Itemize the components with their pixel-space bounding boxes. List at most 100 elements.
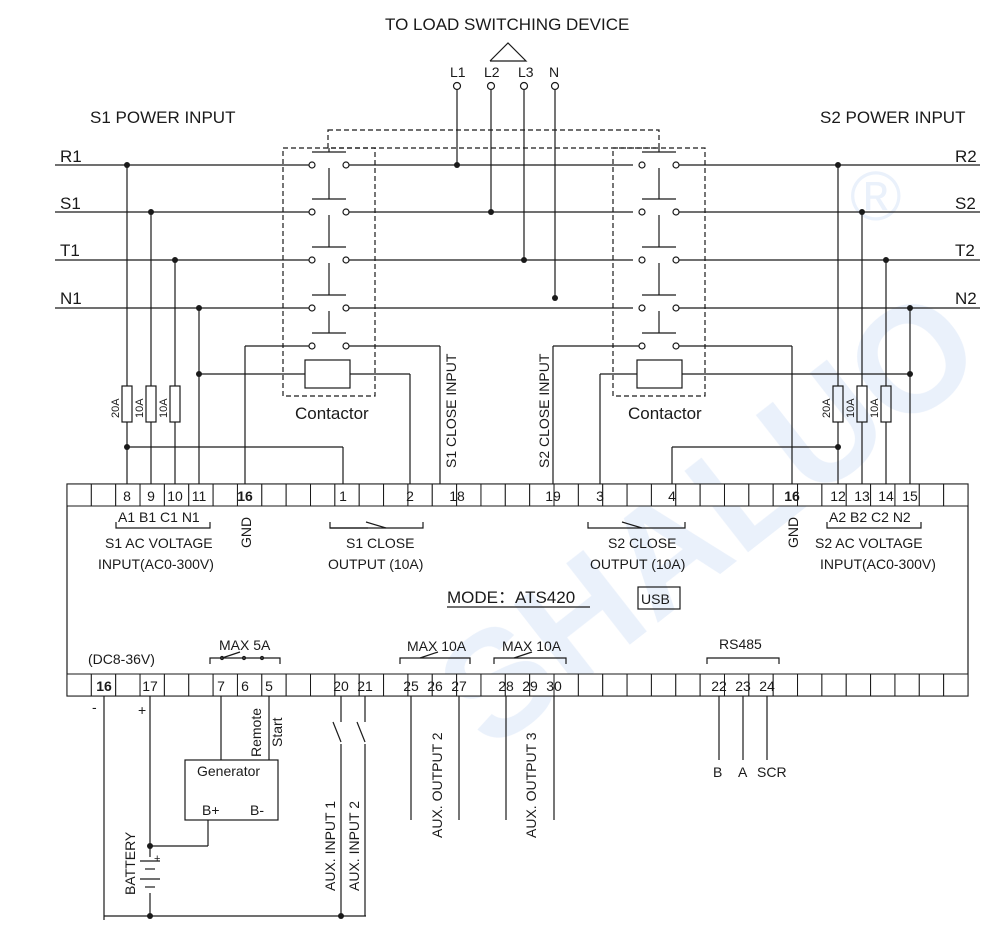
terminal-cell — [115, 673, 141, 697]
aux-output-2-label: AUX. OUTPUT 2 — [429, 732, 445, 838]
s2-fuse-b2-rating: 10A — [845, 398, 857, 418]
terminal-cell — [66, 673, 92, 697]
s2-line-labels: R2 S2 T2 N2 — [955, 147, 977, 308]
terminal-cell — [650, 673, 677, 697]
model-label: MODE：ATS420 — [447, 588, 575, 607]
s1-close-output-rating: OUTPUT (10A) — [328, 556, 423, 572]
terminal-cell — [748, 483, 774, 507]
terminal-cell — [66, 483, 92, 507]
terminal-17: 17 — [142, 678, 158, 694]
line-label-s2: S2 — [955, 194, 976, 213]
terminal-cell — [845, 673, 872, 697]
s1-voltage-taps — [126, 165, 344, 484]
rs485-pin-b: B — [713, 764, 722, 780]
remote-start-label-1: Remote — [248, 708, 264, 757]
terminal-8: 8 — [123, 488, 131, 504]
s2-aux-wiring — [552, 345, 910, 484]
terminal-14: 14 — [878, 488, 894, 504]
terminal-cell — [943, 483, 969, 507]
terminal-cell — [894, 673, 920, 697]
remote-start-label-2: Start — [269, 717, 285, 747]
line-label-n2: N2 — [955, 289, 977, 308]
terminal-16-top-right: 16 — [784, 488, 800, 504]
terminal-cell — [310, 673, 336, 697]
s1-contactor — [282, 147, 410, 397]
terminal-cell — [699, 483, 725, 507]
terminal-cell — [212, 483, 238, 507]
terminal-cell — [675, 673, 701, 697]
s1-fuse-c1-rating: 10A — [158, 398, 170, 418]
terminal-4: 4 — [668, 488, 676, 504]
usb-label: USB — [641, 591, 670, 607]
terminal-20: 20 — [333, 678, 349, 694]
terminal-cell — [626, 483, 652, 507]
s2-voltage-taps — [671, 165, 911, 484]
gnd-label-right: GND — [785, 517, 801, 548]
terminal-23: 23 — [735, 678, 751, 694]
load-terminal-l3: L3 — [518, 64, 534, 80]
terminal-15: 15 — [902, 488, 918, 504]
terminal-cell — [188, 673, 214, 697]
line-label-n1: N1 — [60, 289, 82, 308]
top-brackets — [115, 521, 922, 529]
terminal-cell — [577, 673, 604, 697]
terminal-cell — [675, 483, 701, 507]
line-label-t1: T1 — [60, 241, 80, 260]
terminal-cell — [358, 483, 385, 507]
watermark-registered-mark: ® — [850, 157, 902, 235]
rs485-pin-a: A — [738, 764, 748, 780]
terminal-cell — [772, 673, 799, 697]
s1-phase-labels: A1 B1 C1 N1 — [118, 509, 200, 525]
gnd-label-left: GND — [238, 517, 254, 548]
s2-close-output-rating: OUTPUT (10A) — [590, 556, 685, 572]
s1-power-input-title: S1 POWER INPUT — [90, 108, 235, 127]
aux-output-3-rating: MAX 10A — [502, 638, 562, 654]
terminal-12: 12 — [830, 488, 846, 504]
terminal-cell — [870, 673, 896, 697]
s2-close-input-label: S2 CLOSE INPUT — [536, 353, 552, 468]
terminal-cell — [285, 673, 312, 697]
s2-contactor — [600, 147, 706, 397]
terminal-30: 30 — [546, 678, 562, 694]
terminal-cell — [285, 483, 312, 507]
bottom-terminal-numbers: 16 17 7 6 5 20 21 25 26 27 28 29 30 22 2… — [96, 678, 775, 694]
aux-input-1-label: AUX. INPUT 1 — [322, 801, 338, 891]
terminal-cell — [163, 673, 190, 697]
dc-supply-range: (DC8-36V) — [88, 651, 155, 667]
terminal-6: 6 — [241, 678, 249, 694]
load-terminal-circles — [452, 81, 560, 91]
load-terminal-l2: L2 — [484, 64, 500, 80]
terminal-19: 19 — [545, 488, 561, 504]
line-label-s1: S1 — [60, 194, 81, 213]
terminal-26: 26 — [427, 678, 443, 694]
terminal-22: 22 — [711, 678, 727, 694]
terminal-25: 25 — [403, 678, 419, 694]
rs485-label: RS485 — [719, 636, 762, 652]
terminal-9: 9 — [147, 488, 155, 504]
terminal-cell — [797, 673, 823, 697]
terminal-18: 18 — [449, 488, 465, 504]
load-title: TO LOAD SWITCHING DEVICE — [385, 15, 629, 34]
s2-power-input-title: S2 POWER INPUT — [820, 108, 965, 127]
terminal-3: 3 — [596, 488, 604, 504]
mechanical-interlock-box — [327, 129, 660, 149]
terminal-21: 21 — [357, 678, 373, 694]
terminal-cell — [918, 673, 945, 697]
terminal-cell — [602, 483, 628, 507]
aux-input-2-label: AUX. INPUT 2 — [346, 801, 362, 891]
s1-close-input-label: S1 CLOSE INPUT — [443, 353, 459, 468]
s1-line-labels: R1 S1 T1 N1 — [60, 147, 82, 308]
usb-port — [637, 586, 681, 610]
terminal-cell — [626, 673, 652, 697]
bottom-terminal-strip — [66, 673, 969, 697]
aux-output-3-label: AUX. OUTPUT 3 — [523, 732, 539, 838]
terminal-11: 11 — [192, 488, 207, 504]
terminal-cell — [480, 483, 506, 507]
s1-fuses: 20A 10A 10A — [110, 385, 181, 423]
terminal-16-top-left: 16 — [237, 488, 253, 504]
s1-contactor-label: Contactor — [295, 404, 369, 423]
battery-cell-plus: + — [154, 853, 160, 865]
load-terminal-l1: L1 — [450, 64, 466, 80]
battery-label: BATTERY — [122, 831, 138, 895]
terminal-cell — [943, 673, 969, 697]
